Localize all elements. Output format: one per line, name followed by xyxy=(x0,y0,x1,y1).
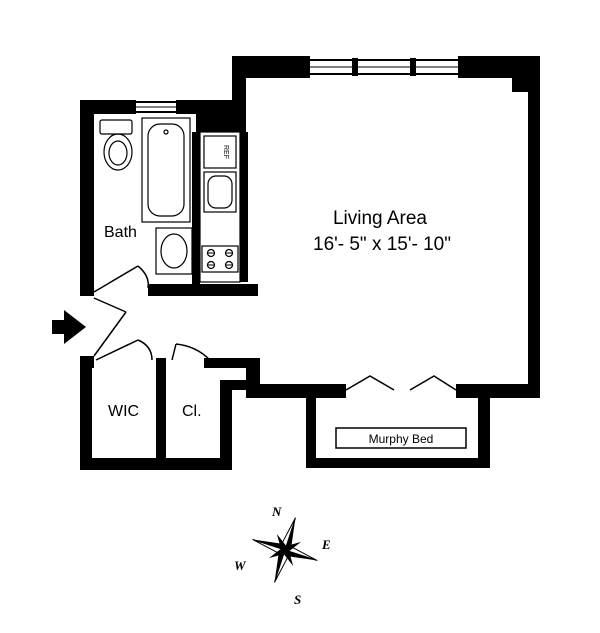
wic-label: WIC xyxy=(108,403,139,420)
walls xyxy=(80,56,540,470)
murphy-bed-doors xyxy=(345,375,457,391)
bath-window xyxy=(136,101,176,113)
compass-south: S xyxy=(294,592,301,607)
refrigerator-label: REF xyxy=(222,145,229,159)
compass-north: N xyxy=(271,504,282,519)
wic-door xyxy=(95,339,153,361)
murphy-bed-box xyxy=(335,427,467,449)
entry-door xyxy=(93,297,127,357)
toilet-icon xyxy=(99,119,133,171)
living-area-dimensions: 16'- 5" x 15'- 10" xyxy=(313,234,451,255)
stove-icon xyxy=(201,245,239,273)
kitchen-sink-icon xyxy=(203,171,237,213)
kitchen-fixtures: REF xyxy=(199,131,241,283)
doors xyxy=(93,265,457,391)
compass-east: E xyxy=(321,537,331,552)
bathtub-icon xyxy=(141,117,191,223)
bath-sink-icon xyxy=(155,227,193,275)
entry-arrow-icon xyxy=(52,310,86,344)
bath-fixtures xyxy=(99,117,193,275)
closet-door xyxy=(171,343,211,361)
living-window xyxy=(310,58,458,76)
compass-rose-icon xyxy=(252,517,318,583)
compass-west: W xyxy=(234,558,247,573)
bath-door xyxy=(93,265,150,293)
living-area-name: Living Area xyxy=(333,208,427,229)
bath-label: Bath xyxy=(104,224,137,241)
closet-label: Cl. xyxy=(182,403,202,420)
murphy-bed-label: Murphy Bed xyxy=(369,432,434,446)
refrigerator-icon: REF xyxy=(203,135,237,169)
